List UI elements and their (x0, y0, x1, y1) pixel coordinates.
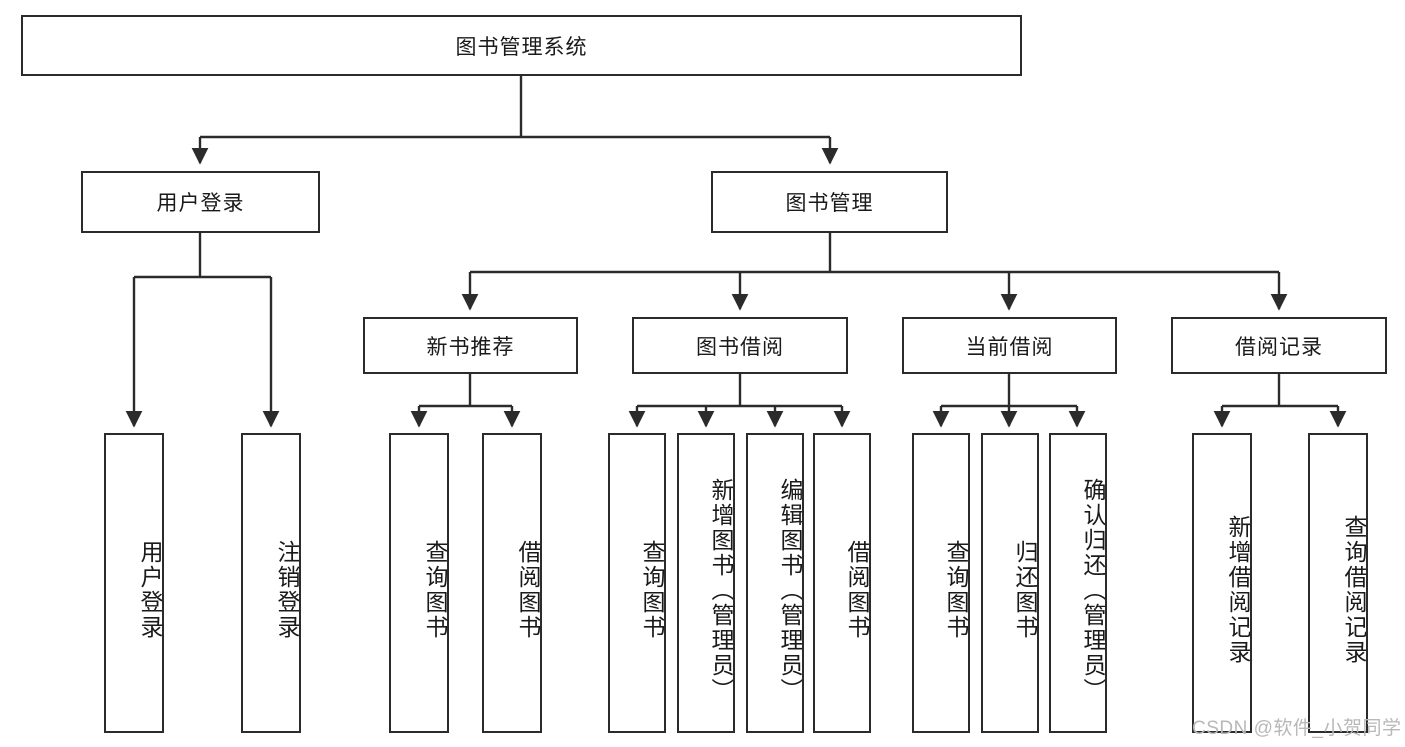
leaf-query-book-1[interactable]: 查询图书 (389, 433, 449, 733)
leaf-query-record[interactable]: 查询借阅记录 (1308, 433, 1368, 733)
leaf-borrow-book-2-label: 借阅图书 (844, 540, 870, 640)
leaf-borrow-book-2[interactable]: 借阅图书 (813, 433, 871, 733)
node-user-login[interactable]: 用户登录 (81, 171, 320, 233)
csdn-watermark: CSDN @软件_小贺同学 (1192, 718, 1402, 739)
leaf-add-record-label: 新增借阅记录 (1225, 515, 1251, 665)
node-book-borrow[interactable]: 图书借阅 (632, 317, 848, 374)
leaf-return-book-label: 归还图书 (1012, 540, 1038, 640)
leaf-user-login[interactable]: 用户登录 (104, 433, 164, 733)
leaf-return-book[interactable]: 归还图书 (981, 433, 1039, 733)
leaf-add-record[interactable]: 新增借阅记录 (1192, 433, 1252, 733)
node-new-book-recommend[interactable]: 新书推荐 (363, 317, 578, 374)
node-borrow-record[interactable]: 借阅记录 (1171, 317, 1387, 374)
leaf-query-book-3-label: 查询图书 (943, 540, 969, 640)
leaf-edit-book-label: 编辑图书（管理员） (777, 477, 803, 703)
leaf-user-login-label: 用户登录 (137, 540, 163, 640)
leaf-confirm-return-label: 确认归还（管理员） (1080, 477, 1106, 703)
node-root-label: 图书管理系统 (455, 35, 588, 59)
leaf-borrow-book-1[interactable]: 借阅图书 (482, 433, 542, 733)
node-borrow-record-label: 借阅记录 (1235, 335, 1323, 359)
leaf-query-book-3[interactable]: 查询图书 (912, 433, 970, 733)
leaf-logout-login[interactable]: 注销登录 (241, 433, 301, 733)
leaf-query-book-2[interactable]: 查询图书 (608, 433, 666, 733)
node-new-book-recommend-label: 新书推荐 (426, 335, 515, 359)
leaf-logout-login-label: 注销登录 (274, 540, 300, 640)
node-current-borrow-label: 当前借阅 (965, 335, 1054, 359)
leaf-confirm-return[interactable]: 确认归还（管理员） (1049, 433, 1107, 733)
leaf-add-book[interactable]: 新增图书（管理员） (677, 433, 735, 733)
node-book-manage-label: 图书管理 (785, 192, 874, 215)
node-user-login-label: 用户登录 (156, 192, 245, 215)
node-root-book-management-system[interactable]: 图书管理系统 (21, 15, 1022, 76)
leaf-borrow-book-1-label: 借阅图书 (515, 540, 541, 640)
leaf-add-book-label: 新增图书（管理员） (708, 477, 734, 703)
leaf-query-book-1-label: 查询图书 (422, 540, 448, 640)
node-current-borrow[interactable]: 当前借阅 (902, 317, 1117, 374)
leaf-edit-book[interactable]: 编辑图书（管理员） (746, 433, 804, 733)
node-book-manage[interactable]: 图书管理 (711, 171, 948, 233)
leaf-query-record-label: 查询借阅记录 (1341, 515, 1367, 665)
leaf-query-book-2-label: 查询图书 (639, 540, 665, 640)
node-book-borrow-label: 图书借阅 (696, 335, 784, 359)
